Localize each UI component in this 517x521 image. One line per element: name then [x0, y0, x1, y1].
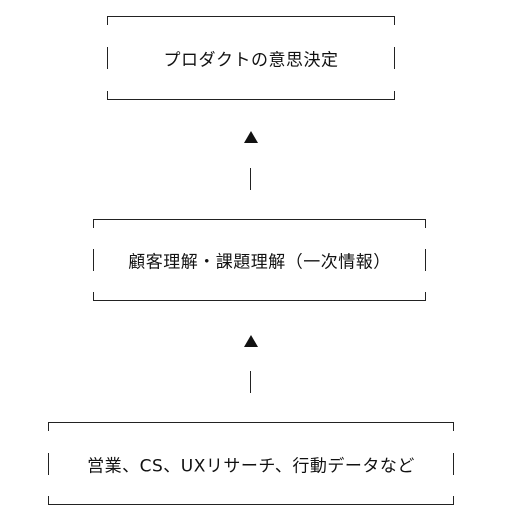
box-right-bar	[425, 249, 426, 271]
box-left-bar	[93, 249, 94, 271]
customer-understanding-label: 顧客理解・課題理解（一次情報）	[128, 252, 391, 273]
box-right-bar	[394, 47, 395, 69]
box-bottom-bracket	[107, 91, 395, 100]
box-top-bracket	[107, 16, 395, 25]
box-bottom-bracket	[48, 496, 454, 505]
up-arrow-icon	[244, 131, 258, 143]
box-top-bracket	[48, 422, 454, 431]
box-bottom-bracket	[93, 292, 426, 301]
box-left-bar	[48, 452, 49, 475]
up-arrow-icon	[244, 335, 258, 347]
decision-box: プロダクトの意思決定	[107, 16, 395, 100]
arrow-stem	[250, 168, 251, 190]
decision-label: プロダクトの意思決定	[163, 50, 339, 71]
box-left-bar	[107, 47, 108, 69]
customer-understanding-box: 顧客理解・課題理解（一次情報）	[93, 219, 426, 301]
box-top-bracket	[93, 219, 426, 228]
arrow-stem	[250, 371, 251, 393]
box-right-bar	[453, 452, 454, 475]
sources-label: 営業、CS、UXリサーチ、行動データなど	[87, 456, 415, 476]
sources-box: 営業、CS、UXリサーチ、行動データなど	[48, 422, 454, 505]
